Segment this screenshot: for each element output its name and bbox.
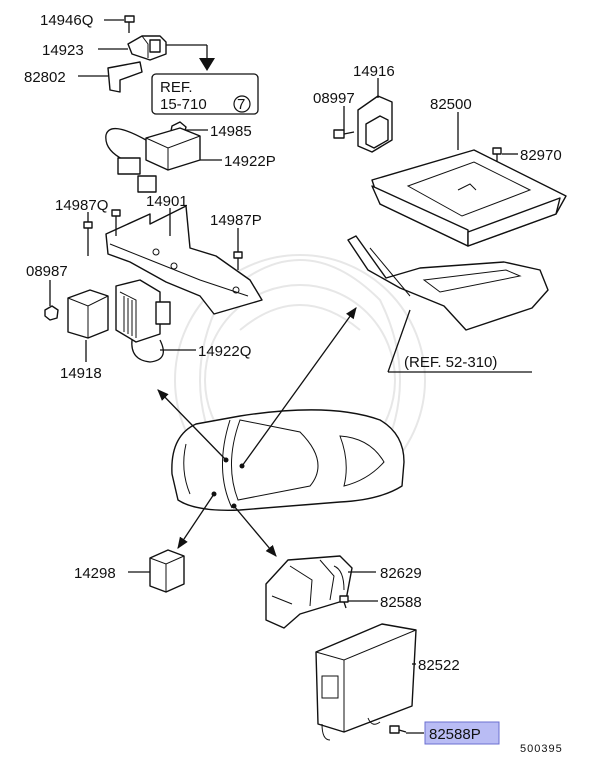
callout-14298[interactable]: 14298: [74, 565, 116, 582]
harness-14922p[interactable]: [105, 127, 201, 193]
module-82522[interactable]: [315, 623, 417, 741]
bracket-82802[interactable]: [107, 61, 143, 93]
bracket-82629[interactable]: [265, 555, 353, 629]
callout-14922q[interactable]: 14922Q: [198, 343, 251, 360]
ref-52-310-label: (REF. 52-310): [404, 354, 497, 371]
location-arrows: [157, 307, 357, 557]
callout-14946q[interactable]: 14946Q: [40, 12, 93, 29]
highlight-box-82588p: [424, 721, 500, 745]
callout-82588[interactable]: 82588: [380, 594, 422, 611]
callout-14985[interactable]: 14985: [210, 123, 252, 140]
ref-box-line2: 15-710: [160, 96, 207, 113]
ref-box-15-710: REF. 15-710 7: [151, 44, 259, 115]
bracket-ref-52-310: (REF. 52-310): [347, 235, 549, 373]
callout-82629[interactable]: 82629: [380, 565, 422, 582]
ref-box-line1: REF.: [160, 79, 193, 96]
callout-14987p[interactable]: 14987P: [210, 212, 262, 229]
ref-box-circled-number: 7: [237, 96, 245, 113]
callout-82522[interactable]: 82522: [418, 657, 460, 674]
relay-14298[interactable]: [149, 549, 185, 593]
callout-14922p[interactable]: 14922P: [224, 153, 276, 170]
sensor-14923[interactable]: [127, 35, 167, 61]
relay-14916[interactable]: [357, 84, 393, 153]
module-14922q[interactable]: [115, 279, 171, 363]
callout-14901[interactable]: 14901: [146, 193, 188, 210]
bracket-14901[interactable]: [105, 205, 263, 315]
relay-14918[interactable]: [67, 289, 109, 339]
callout-82802[interactable]: 82802: [24, 69, 66, 86]
screw-08997[interactable]: [333, 129, 355, 139]
screw-82588p[interactable]: [389, 725, 407, 734]
callout-08987[interactable]: 08987: [26, 263, 68, 280]
callout-14916[interactable]: 14916: [353, 63, 395, 80]
callout-14923[interactable]: 14923: [42, 42, 84, 59]
screw-14987p[interactable]: [233, 251, 243, 270]
callout-labels: 14946Q 14923 82802 14985 14922P 14987Q 1…: [24, 12, 563, 755]
callout-14987q[interactable]: 14987Q: [55, 197, 108, 214]
callout-08997[interactable]: 08997: [313, 90, 355, 107]
callout-82970[interactable]: 82970: [520, 147, 562, 164]
screw-82588[interactable]: [339, 595, 349, 609]
callout-82500[interactable]: 82500: [430, 96, 472, 113]
ecu-82500[interactable]: [371, 112, 567, 247]
screw-14946q[interactable]: [124, 15, 135, 33]
nut-08987[interactable]: [44, 305, 59, 321]
callout-14918[interactable]: 14918: [60, 365, 102, 382]
diagram-id: 500395: [520, 743, 563, 755]
callout-82588p[interactable]: 82588P: [429, 726, 481, 743]
screw-14987q[interactable]: [83, 221, 93, 256]
leader-lines: [49, 19, 518, 734]
vehicle-outline: [171, 409, 405, 511]
screw-82970[interactable]: [492, 147, 502, 162]
